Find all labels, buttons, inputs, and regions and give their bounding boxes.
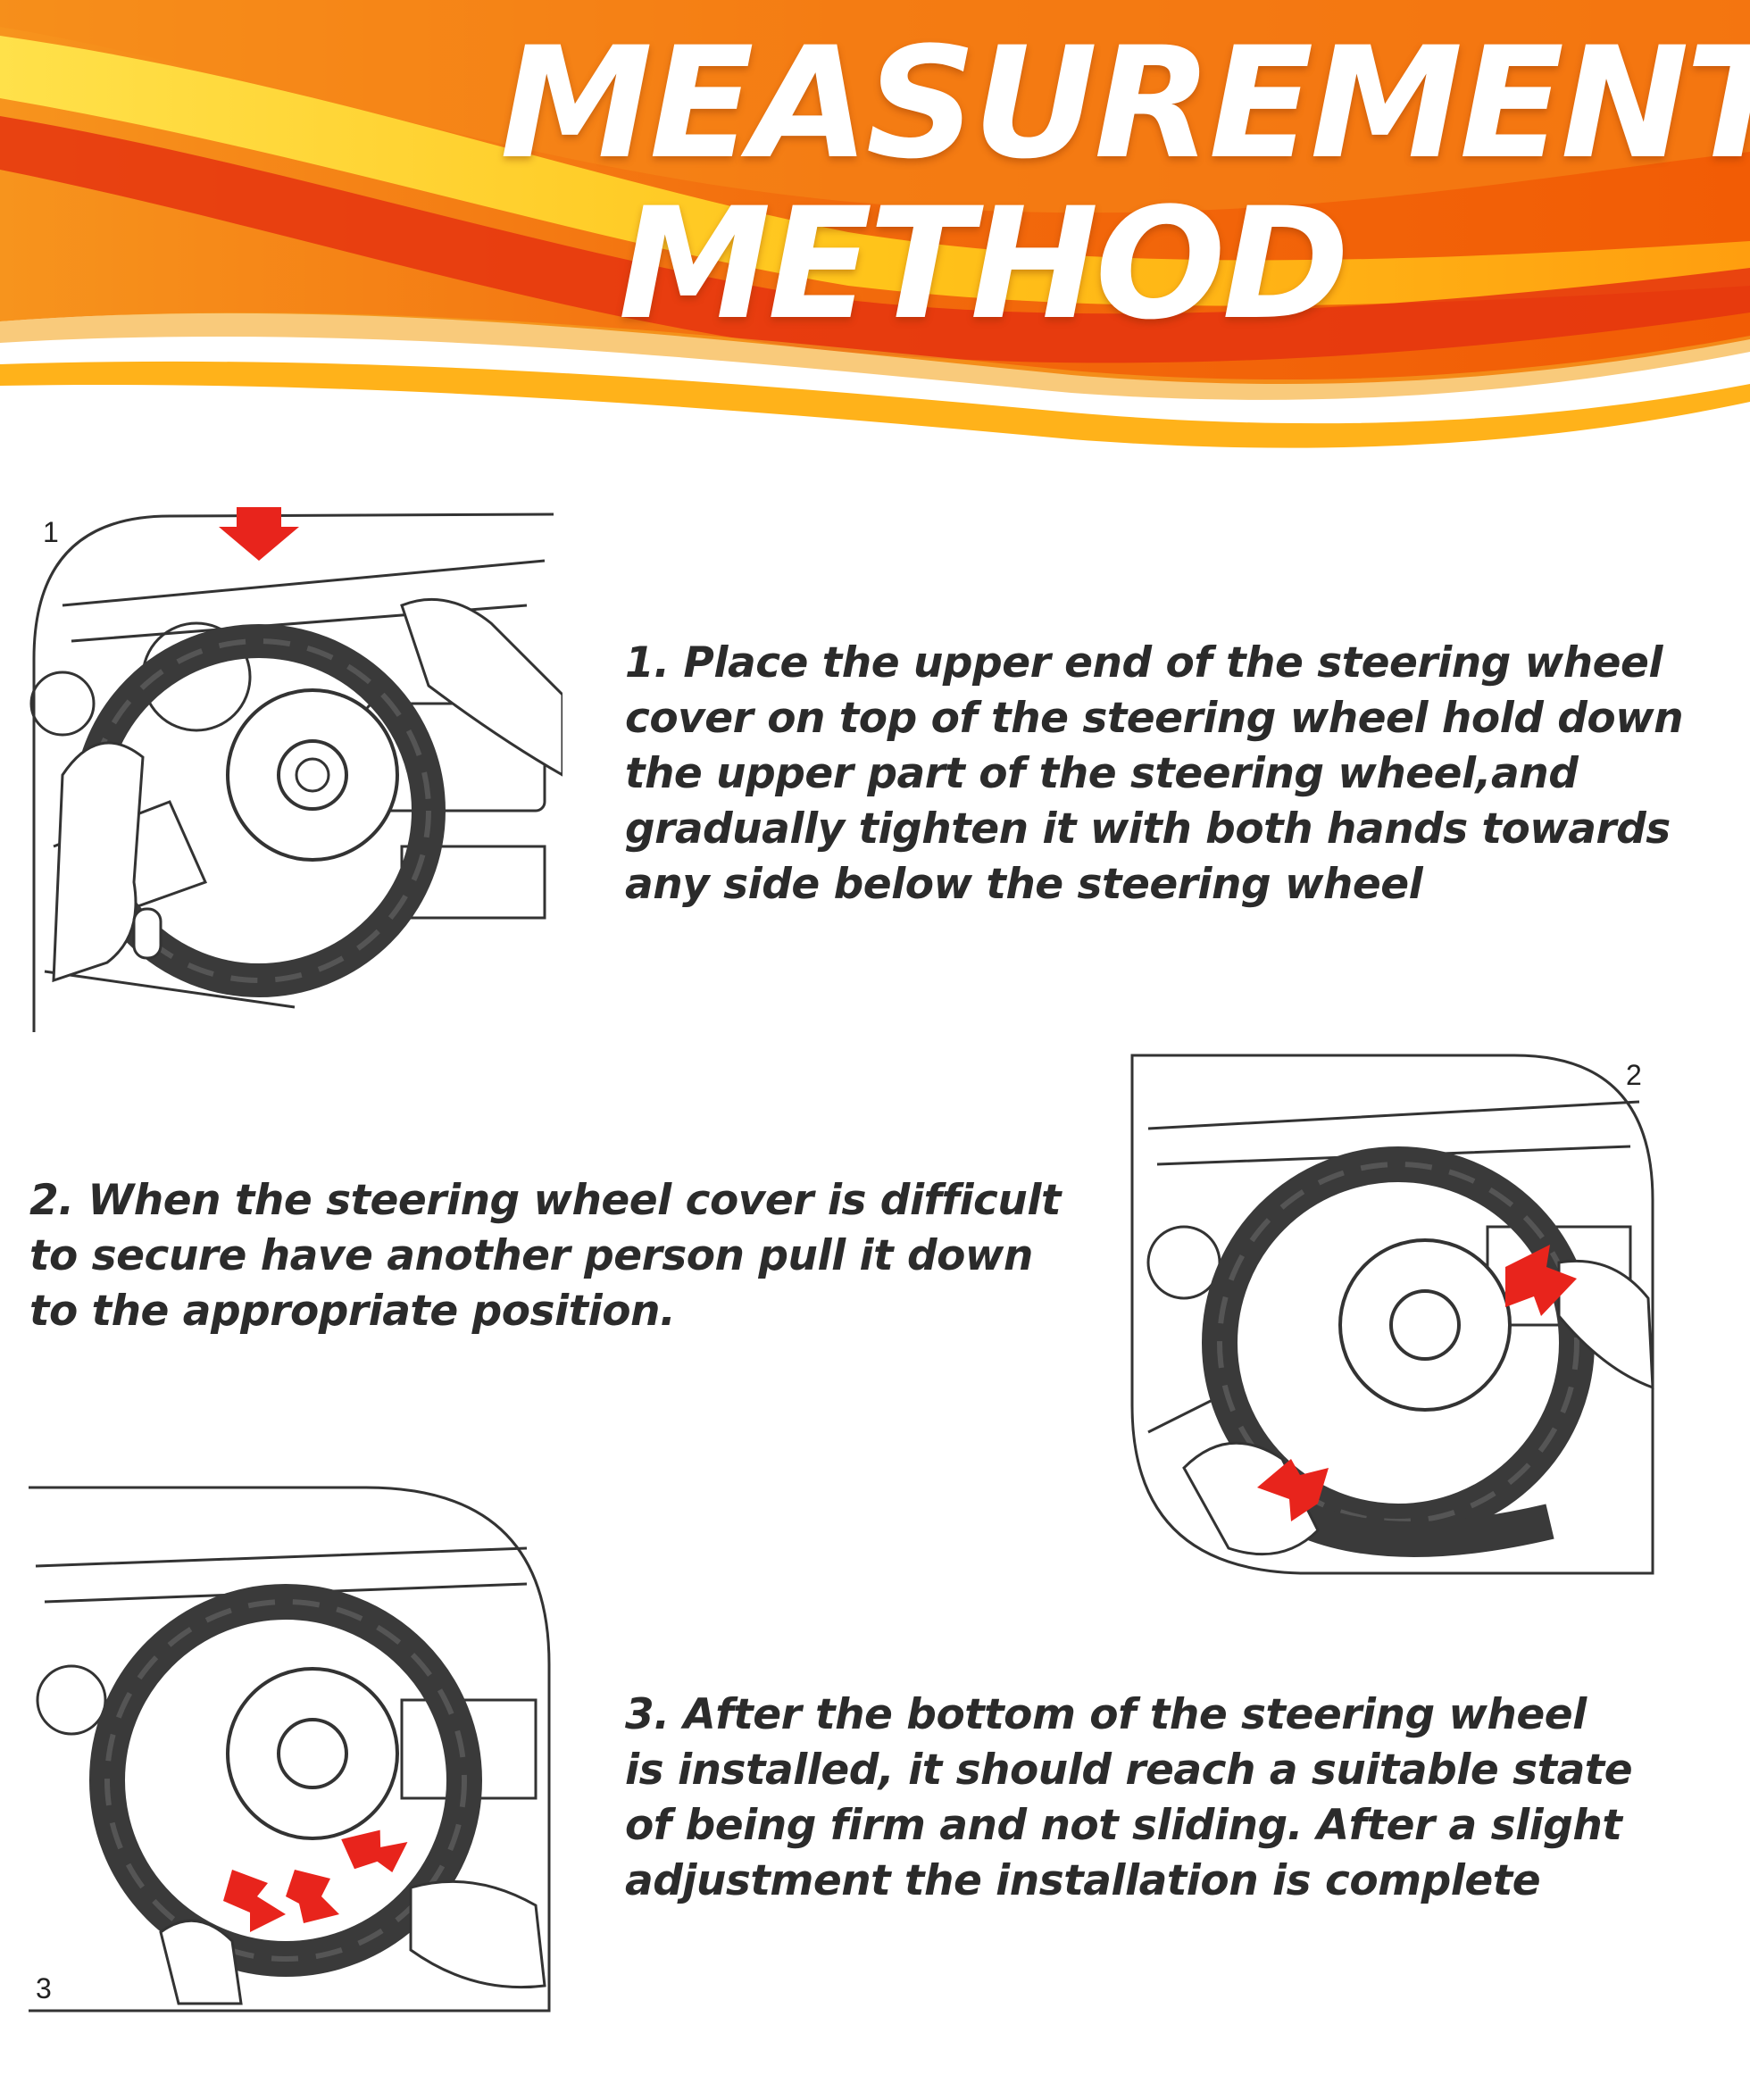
page-title-line1: MEASUREMENT [500,13,1750,193]
step1-line: 1. Place the upper end of the steering w… [625,638,1662,688]
step1-illustration: 1 [27,507,564,1034]
step1-line: cover on top of the steering wheel hold … [625,694,1684,743]
steering-wheel-cover-top-icon [29,507,564,1032]
step1-line: gradually tighten it with both hands tow… [625,804,1671,854]
step3-instruction: 3. After the bottom of the steering whee… [625,1688,1750,1909]
step2-instruction: 2. When the steering wheel cover is diff… [29,1173,1101,1339]
step3-line: is installed, it should reach a suitable… [625,1746,1633,1795]
step1-instruction: 1. Place the upper end of the steering w… [625,636,1750,912]
step3-illustration: 3 [27,1486,554,2012]
step1-line: any side below the steering wheel [625,860,1423,909]
step2-line: to secure have another person pull it do… [29,1231,1033,1280]
step3-line: adjustment the installation is complete [625,1856,1541,1905]
step3-line: 3. After the bottom of the steering whee… [625,1690,1587,1739]
step3-number: 3 [36,1972,52,2004]
step2-line: to the appropriate position. [29,1287,676,1336]
step1-line: the upper part of the steering wheel,and [625,749,1579,798]
step2-number: 2 [1626,1059,1642,1091]
step2-line: 2. When the steering wheel cover is diff… [29,1176,1061,1225]
steering-wheel-cover-pull-icon [1130,1054,1654,1575]
header-wave-banner [0,0,1750,536]
step3-line: of being firm and not sliding. After a s… [625,1801,1622,1850]
steering-wheel-cover-bottom-icon [29,1486,551,2012]
step1-number: 1 [43,516,59,548]
page-title-line2: METHOD [618,174,1350,354]
step2-illustration: 2 [1130,1048,1657,1575]
